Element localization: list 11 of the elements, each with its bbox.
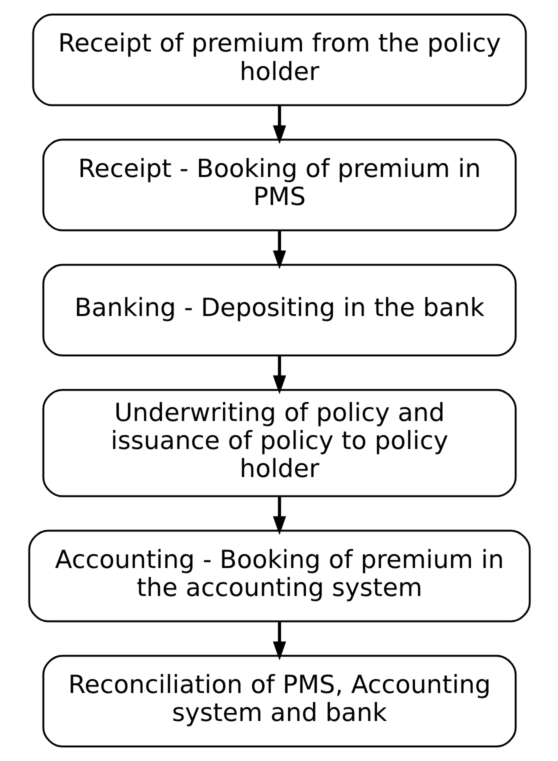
node-box: Receipt - Booking of premium in PMS [42,138,516,232]
node-box: Receipt of premium from the policy holder [32,14,526,106]
node-box: Banking - Depositing in the bank [42,264,516,356]
arrow [272,496,286,536]
node-box: Reconciliation of PMS, Accounting system and bank [42,654,516,748]
arrow [272,230,286,270]
node-box: Accounting - Booking of premium in the accounting system [28,530,530,622]
node-box: Underwriting of policy and issuance of policy to policy holder [42,388,516,498]
arrow [272,105,286,144]
arrow [272,622,286,660]
arrow [272,356,286,394]
